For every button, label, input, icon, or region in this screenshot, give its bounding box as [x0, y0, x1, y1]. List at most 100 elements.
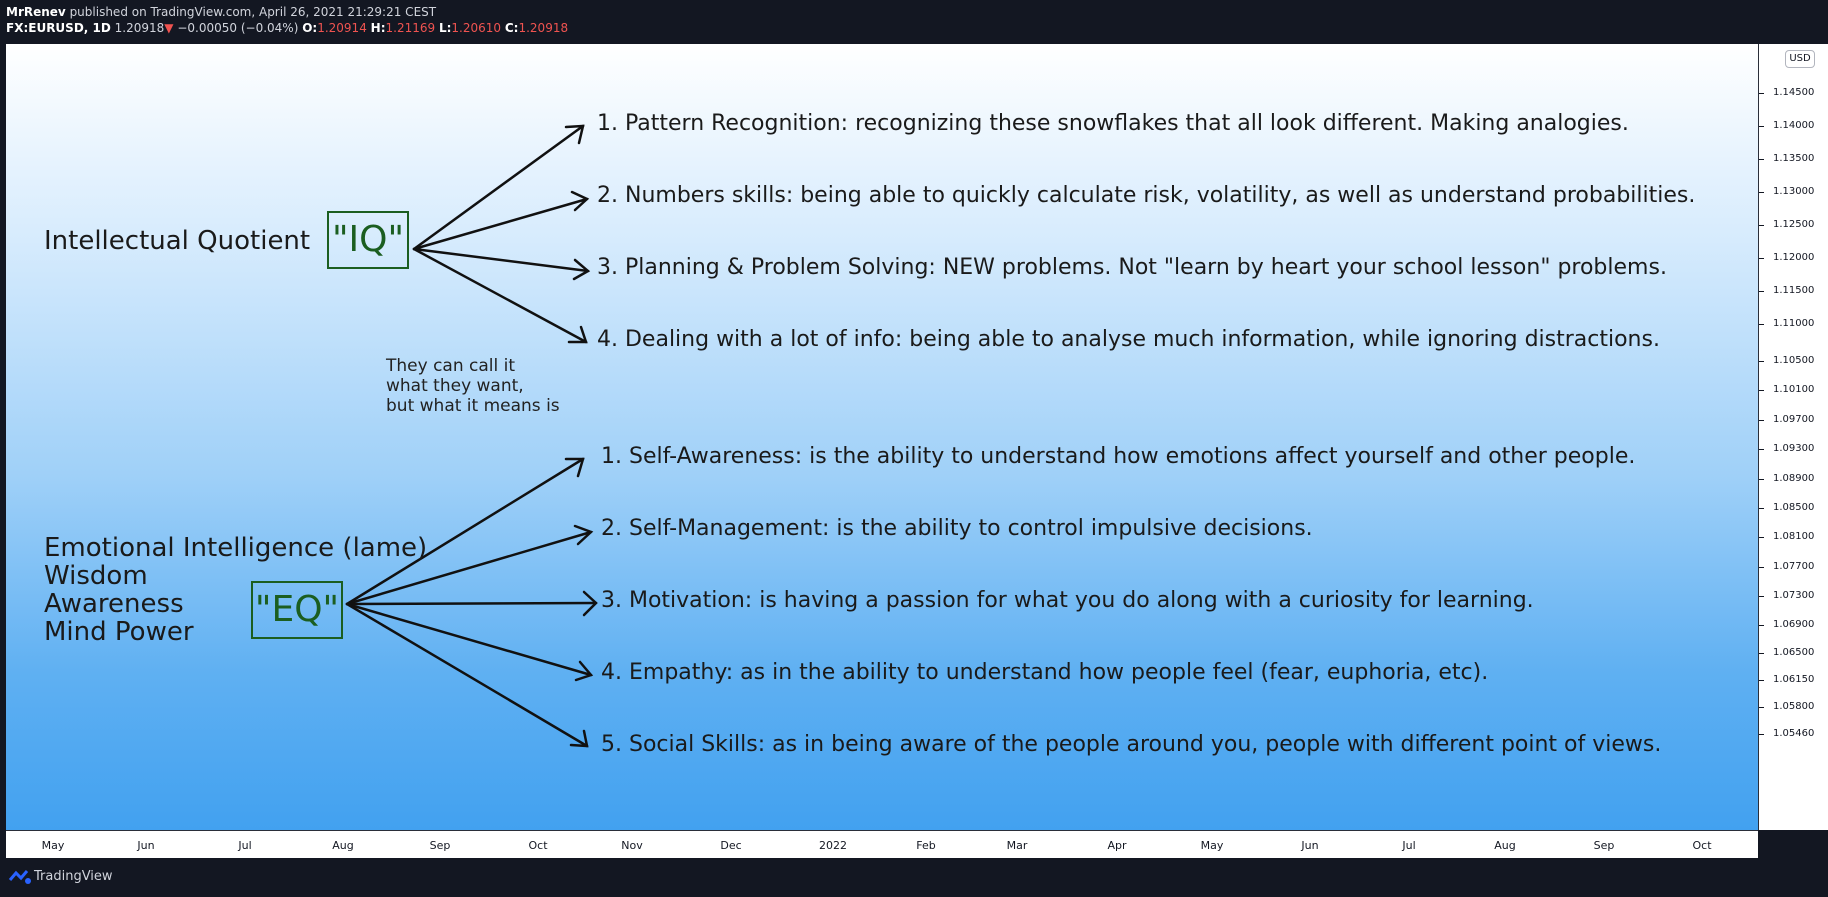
iq-arrowhead-1 — [564, 124, 585, 145]
iq-badge[interactable]: "IQ" — [327, 211, 409, 269]
chart-canvas[interactable]: Intellectual Quotient "IQ" 1. Pattern Re… — [6, 44, 1758, 830]
time-label: Sep — [1593, 839, 1615, 852]
iq-title: Intellectual Quotient — [44, 226, 311, 256]
price-label: 1.08500 — [1773, 502, 1815, 513]
time-label: Jul — [1402, 839, 1416, 852]
price-tick — [1759, 225, 1764, 226]
price-tick — [1759, 93, 1764, 94]
price-tick — [1759, 508, 1764, 509]
note-line-1: They can call it — [386, 356, 516, 376]
time-label: May — [1200, 839, 1224, 852]
eq-arrow-5-head — [569, 729, 589, 748]
eq-title-line-2: Wisdom — [44, 561, 148, 591]
price-label: 1.14000 — [1773, 120, 1815, 131]
iq-item-3: 3. Planning & Problem Solving: NEW probl… — [597, 255, 1667, 280]
time-label: 2022 — [819, 839, 847, 852]
iq-arrow-1 — [412, 124, 585, 251]
price-label: 1.11000 — [1773, 318, 1815, 329]
eq-arrow-1 — [345, 457, 585, 606]
price-tick — [1759, 653, 1764, 654]
price-tick — [1759, 258, 1764, 259]
price-label: 1.12000 — [1773, 252, 1815, 263]
price-tick — [1759, 680, 1764, 681]
price-label: 1.08100 — [1773, 531, 1815, 542]
price-label: 1.07700 — [1773, 561, 1815, 572]
low-value: 1.20610 — [451, 21, 502, 35]
time-label: Oct — [528, 839, 548, 852]
note-line-2: what they want, — [386, 376, 524, 396]
eq-badge[interactable]: "EQ" — [251, 581, 343, 639]
price-label: 1.10500 — [1773, 355, 1815, 366]
price-label: 1.13500 — [1773, 153, 1815, 164]
eq-item-1: 1. Self-Awareness: is the ability to und… — [601, 444, 1636, 469]
price-tick — [1759, 734, 1764, 735]
price-label: 1.12500 — [1773, 219, 1815, 230]
price-tick — [1759, 420, 1764, 421]
close-label: C: — [504, 21, 519, 35]
iq-item-4: 4. Dealing with a lot of info: being abl… — [597, 327, 1660, 352]
price-tick — [1759, 707, 1764, 708]
price-tick — [1759, 596, 1764, 597]
eq-arrow-1-head — [564, 457, 585, 478]
price-tick — [1759, 449, 1764, 450]
tradingview-logo-icon — [8, 870, 31, 884]
note-line-3: but what it means is — [386, 396, 560, 416]
time-label: Feb — [916, 839, 936, 852]
time-label: May — [41, 839, 65, 852]
iq-item-2: 2. Numbers skills: being able to quickly… — [597, 183, 1696, 208]
price-label: 1.05800 — [1773, 701, 1815, 712]
eq-arrow-4-head — [574, 660, 594, 682]
iq-arrowhead-4 — [567, 325, 588, 344]
eq-arrow-2-head — [573, 524, 594, 546]
price-tick — [1759, 537, 1764, 538]
price-label: 1.05460 — [1773, 728, 1815, 739]
price-label: 1.13000 — [1773, 186, 1815, 197]
price-label: 1.07300 — [1773, 590, 1815, 601]
last-price: 1.20918 — [114, 21, 165, 35]
price-label: 1.10100 — [1773, 384, 1815, 395]
price-tick — [1759, 126, 1764, 127]
iq-item-1: 1. Pattern Recognition: recognizing thes… — [597, 111, 1629, 136]
eq-item-3: 3. Motivation: is having a passion for w… — [601, 588, 1534, 613]
arrow-drawings — [345, 124, 598, 748]
symbol-label[interactable]: FX:EURUSD, 1D — [6, 21, 111, 35]
publish-info: MrRenev published on TradingView.com, Ap… — [6, 5, 436, 19]
iq-arrowhead-3 — [572, 258, 591, 281]
author-name[interactable]: MrRenev — [6, 5, 66, 19]
down-arrow-icon: ▼ — [164, 21, 174, 35]
price-tick — [1759, 324, 1764, 325]
price-tick — [1759, 361, 1764, 362]
time-label: Aug — [332, 839, 354, 852]
eq-arrow-3 — [345, 601, 598, 606]
price-label: 1.09700 — [1773, 414, 1815, 425]
time-label: Dec — [720, 839, 742, 852]
time-label: Nov — [621, 839, 643, 852]
time-label: Apr — [1107, 839, 1127, 852]
price-label: 1.14500 — [1773, 87, 1815, 98]
open-value: 1.20914 — [317, 21, 367, 35]
price-tick — [1759, 390, 1764, 391]
eq-arrow-2 — [345, 530, 593, 606]
price-tick — [1759, 479, 1764, 480]
eq-title-line-1: Emotional Intelligence (lame) — [44, 533, 428, 563]
time-label: Jun — [1301, 839, 1319, 852]
currency-label[interactable]: USD — [1785, 50, 1815, 68]
price-label: 1.09300 — [1773, 443, 1815, 454]
iq-arrow-4 — [412, 247, 588, 344]
open-label: O: — [302, 21, 318, 35]
price-change: −0.00050 (−0.04%) — [177, 21, 299, 35]
price-tick — [1759, 291, 1764, 292]
low-label: L: — [438, 21, 452, 35]
footer: TradingView — [0, 858, 1828, 897]
price-label: 1.06150 — [1773, 674, 1815, 685]
price-tick — [1759, 192, 1764, 193]
eq-item-4: 4. Empathy: as in the ability to underst… — [601, 660, 1489, 685]
eq-arrow-5 — [345, 602, 589, 748]
close-value: 1.20918 — [518, 21, 569, 35]
price-tick — [1759, 625, 1764, 626]
time-label: Sep — [429, 839, 451, 852]
tradingview-brand[interactable]: TradingView — [34, 869, 113, 884]
time-label: Oct — [1692, 839, 1712, 852]
price-axis[interactable]: USD 1.14500 1.14000 1.13500 1.13000 1.12500 1… — [1758, 44, 1828, 830]
